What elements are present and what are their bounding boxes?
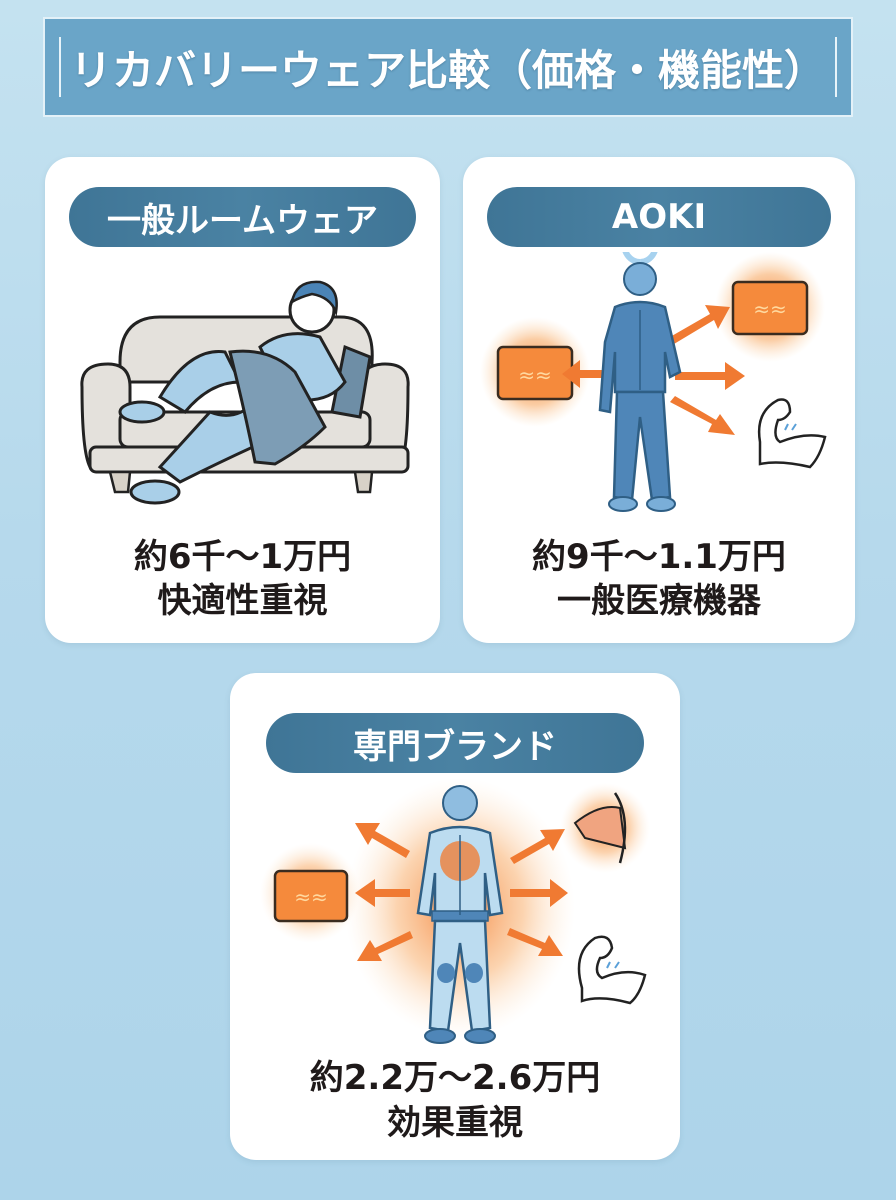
price-range: 約6千〜1万円 (133, 537, 352, 577)
banner-right-bar (835, 37, 837, 97)
title-banner: リカバリーウェア比較（価格・機能性） (43, 17, 853, 117)
feature-text: 快適性重視 (157, 581, 328, 621)
banner-left-bar (59, 37, 61, 97)
card-roomwear: 一般ルームウェア 約6千〜1万円 快適性重視 (45, 157, 440, 643)
card-specialist-brand: 専門ブランド ≈≈ (230, 673, 680, 1160)
svg-text:≈≈: ≈≈ (518, 363, 552, 387)
price-range: 約9千〜1.1万円 (532, 537, 786, 577)
card-label: 専門ブランド (266, 713, 644, 773)
card-aoki: AOKI ≈≈ ≈≈ (463, 157, 855, 643)
page-title: リカバリーウェア比較（価格・機能性） (69, 45, 826, 95)
sofa-relaxing-man-icon (80, 280, 410, 505)
price-range: 約2.2万〜2.6万円 (309, 1058, 601, 1098)
feature-text: 一般医療機器 (557, 581, 761, 621)
card-label: 一般ルームウェア (69, 187, 416, 247)
feature-text: 効果重視 (387, 1103, 523, 1143)
pro-recovery-suit-man-icon: ≈≈ (260, 778, 650, 1044)
svg-text:≈≈: ≈≈ (294, 885, 328, 909)
svg-text:≈≈: ≈≈ (753, 297, 787, 321)
recovery-suit-man-icon: ≈≈ ≈≈ (480, 252, 827, 512)
card-label: AOKI (487, 187, 831, 247)
